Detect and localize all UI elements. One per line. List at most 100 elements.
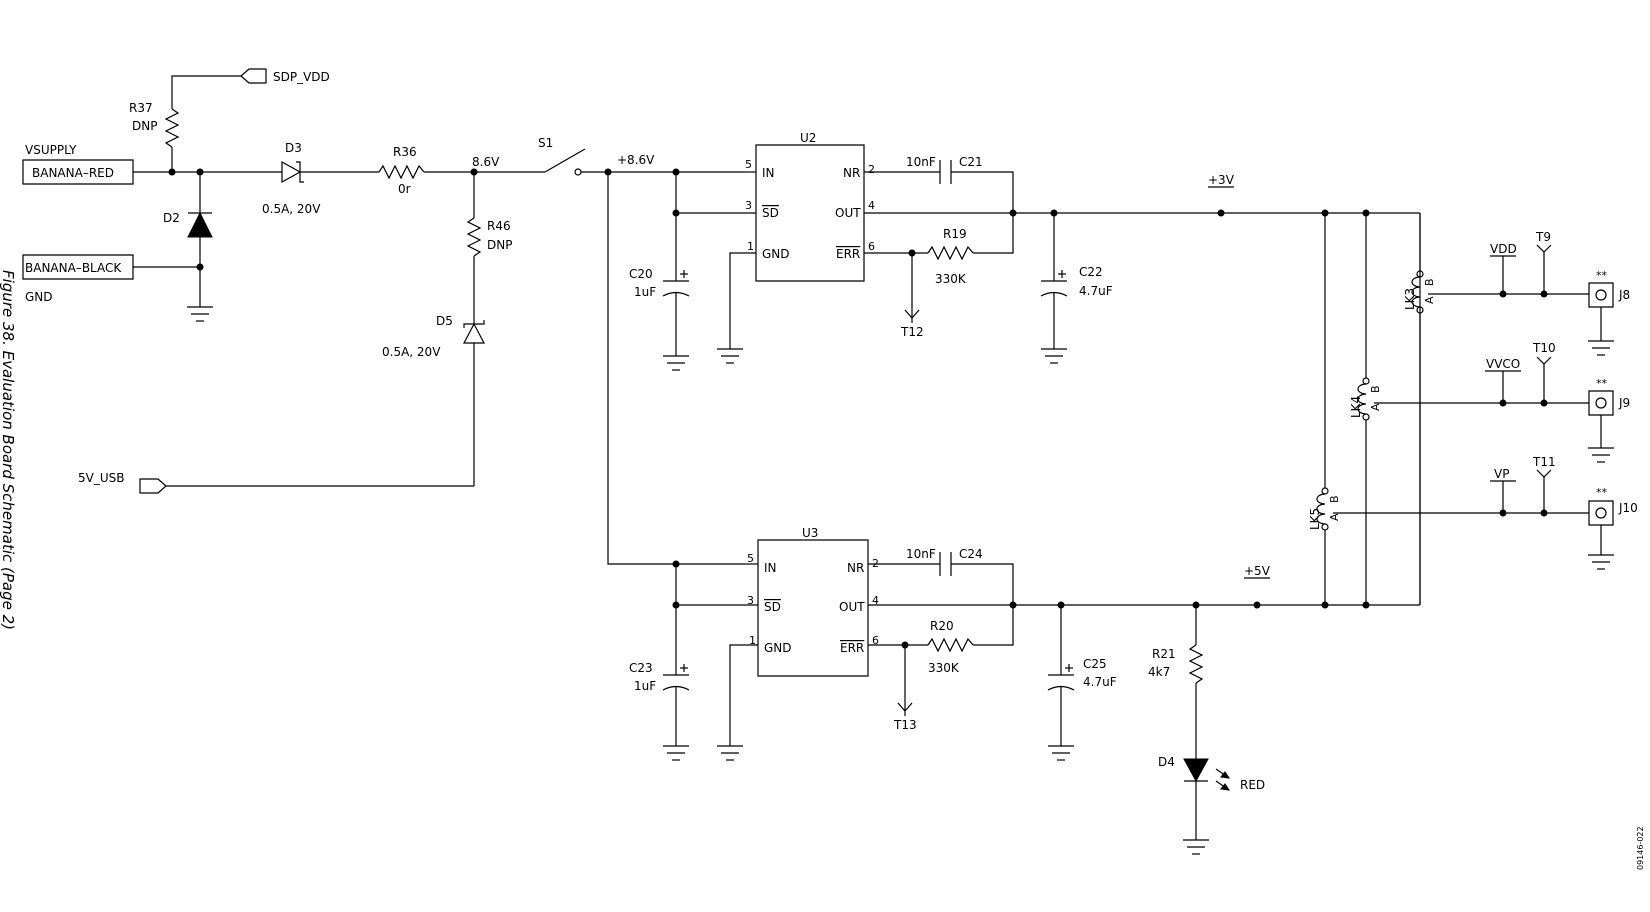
net-vp-label: VP <box>1494 467 1509 481</box>
u3-pin-err: ERR <box>840 641 864 655</box>
net-plus-8v6-label: +8.6V <box>617 153 655 167</box>
ground-symbol <box>1183 840 1209 854</box>
r37-value: DNP <box>132 119 157 133</box>
d3-ref: D3 <box>285 141 302 155</box>
banana-red-label: BANANA–RED <box>32 166 114 180</box>
u2-pin-err: ERR <box>836 247 860 261</box>
jack-j10-center <box>1596 508 1606 518</box>
led-d4 <box>1184 759 1208 781</box>
r19-ref: R19 <box>943 227 967 241</box>
u2-pin-out: OUT <box>835 206 861 220</box>
t9-ref: T9 <box>1535 230 1551 244</box>
j9-ref: J9 <box>1618 396 1630 410</box>
c22-value: 4.7uF <box>1079 284 1113 298</box>
c24-value: 10nF <box>906 547 936 561</box>
sdp-vdd-label: SDP_VDD <box>273 70 330 84</box>
figure-caption: Figure 38. Evaluation Board Schematic (P… <box>0 270 17 630</box>
diode-d5 <box>464 324 484 343</box>
net-3v-label: +3V <box>1208 173 1235 187</box>
j9-mark: ** <box>1596 377 1608 390</box>
r36-value: 0r <box>398 182 411 196</box>
jack-j8-center <box>1596 290 1606 300</box>
u3-ref: U3 <box>802 526 818 540</box>
d4-ref: D4 <box>1158 755 1175 769</box>
u3-pin-sd: SD <box>764 600 781 614</box>
d4-value: RED <box>1240 778 1265 792</box>
resistor-r20 <box>928 639 973 651</box>
lk3-ref: LK3 <box>1403 288 1417 310</box>
c21-value: 10nF <box>906 155 936 169</box>
j10-ref: J10 <box>1618 501 1638 515</box>
r20-ref: R20 <box>930 619 954 633</box>
wire <box>951 564 1013 605</box>
u3-pin4-num: 4 <box>872 594 879 607</box>
d5-value: 0.5A, 20V <box>382 345 441 359</box>
net-5v-label: +5V <box>1244 564 1271 578</box>
jack-j8 <box>1589 283 1613 307</box>
r21-value: 4k7 <box>1148 665 1170 679</box>
capacitor-c22 <box>1041 270 1067 296</box>
wire-u3-gnd <box>730 645 758 746</box>
u2-pin6-num: 6 <box>868 240 875 253</box>
jack-j9 <box>1589 391 1613 415</box>
r37-ref: R37 <box>129 101 153 115</box>
ground-symbol <box>1041 349 1067 363</box>
link-lk4 <box>1358 384 1366 414</box>
testpoint-t9 <box>1537 245 1551 252</box>
wire <box>973 605 1013 645</box>
junction <box>1253 601 1261 609</box>
r21-ref: R21 <box>1152 647 1176 661</box>
j8-mark: ** <box>1596 269 1608 282</box>
ground-symbol <box>1048 746 1074 760</box>
u2-pin-gnd: GND <box>762 247 790 261</box>
vsupply-label: VSUPPLY <box>25 143 77 157</box>
u2-ref: U2 <box>800 131 816 145</box>
lk5-pin-a <box>1322 524 1328 530</box>
net-8v6-label: 8.6V <box>472 155 500 169</box>
banana-red-connector: BANANA–RED <box>23 160 133 184</box>
gnd-label: GND <box>25 290 53 304</box>
diode-d2 <box>188 213 212 237</box>
sdp-vdd-port <box>241 69 266 83</box>
s1-ref: S1 <box>538 136 553 150</box>
r19-value: 330K <box>935 272 967 286</box>
lk5-b-label: B <box>1328 495 1341 503</box>
u2-pin1-num: 1 <box>747 240 754 253</box>
link-lk3 <box>1412 277 1420 307</box>
lk5-a-label: A <box>1328 513 1341 521</box>
ground-symbol <box>1588 555 1614 569</box>
resistor-r21 <box>1190 645 1202 683</box>
switch-s1-contact <box>575 169 581 175</box>
t11-ref: T11 <box>1532 455 1556 469</box>
c23-ref: C23 <box>629 661 653 675</box>
u3-pin1-num: 1 <box>749 634 756 647</box>
u2-pin-sd: SD <box>762 206 779 220</box>
jack-j10 <box>1589 501 1613 525</box>
r36-ref: R36 <box>393 145 417 159</box>
diode-d3 <box>282 162 300 182</box>
t12-ref: T12 <box>900 325 924 339</box>
c20-value: 1uF <box>634 285 656 299</box>
net-vdd-label: VDD <box>1490 242 1517 256</box>
ground-symbol <box>187 307 213 321</box>
net-vvco-label: VVCO <box>1486 357 1520 371</box>
c23-value: 1uF <box>634 679 656 693</box>
regulator-u3 <box>758 540 868 676</box>
document-id: 09146-022 <box>1636 826 1645 870</box>
wire <box>172 76 241 109</box>
wire-u2-gnd <box>730 253 756 349</box>
ground-symbol <box>1588 341 1614 355</box>
ground-symbol <box>663 356 689 370</box>
u3-pin-gnd: GND <box>764 641 792 655</box>
ground-symbol <box>717 746 743 760</box>
lk4-pin-b <box>1363 378 1369 384</box>
r46-value: DNP <box>487 238 512 252</box>
u3-pin-out: OUT <box>839 600 865 614</box>
u2-pin2-num: 2 <box>868 163 875 176</box>
u3-pin-in: IN <box>764 561 777 575</box>
resistor-r36 <box>379 166 424 178</box>
r46-ref: R46 <box>487 219 511 233</box>
usb-5v-label: 5V_USB <box>78 471 124 485</box>
d3-value: 0.5A, 20V <box>262 202 321 216</box>
